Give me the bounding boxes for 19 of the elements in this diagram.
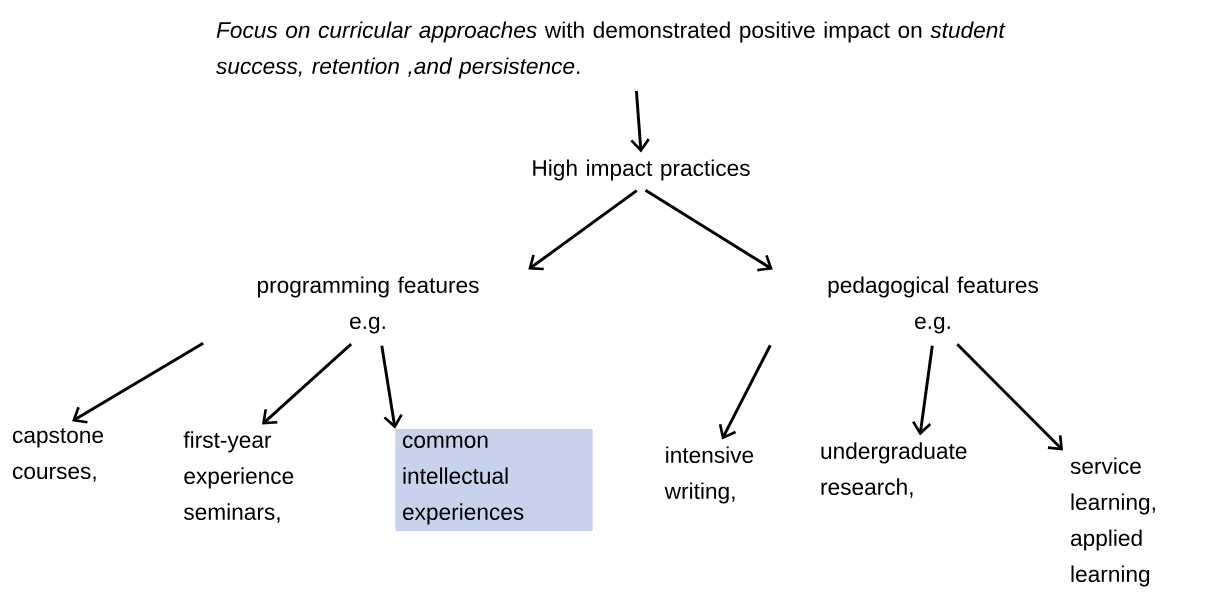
arrow	[72, 341, 204, 424]
arrow	[644, 189, 773, 272]
category-label: programming features e.g.	[258, 276, 479, 334]
arrow	[718, 344, 772, 440]
example-label: service learning, applied learning	[1070, 457, 1155, 587]
arrow	[380, 345, 403, 429]
example-label: capstone courses,	[12, 428, 103, 482]
arrow	[528, 189, 638, 271]
arrow	[912, 345, 934, 436]
category-label: pedagogical features e.g.	[828, 276, 1038, 334]
concept-label: High impact practices	[533, 159, 750, 181]
arrow	[956, 343, 1064, 451]
example-label: undergraduate research,	[821, 442, 967, 498]
arrow	[262, 343, 353, 425]
arrow	[630, 90, 650, 153]
heading-text: Focus on curricular approaches with demonstrated positive impact on student success, retention ,and persistence.	[216, 21, 1006, 79]
highlighted-box: common intellectual experiences	[395, 428, 593, 532]
example-label: first-year experience seminars,	[183, 431, 294, 523]
example-label: intensive writing,	[664, 446, 754, 504]
